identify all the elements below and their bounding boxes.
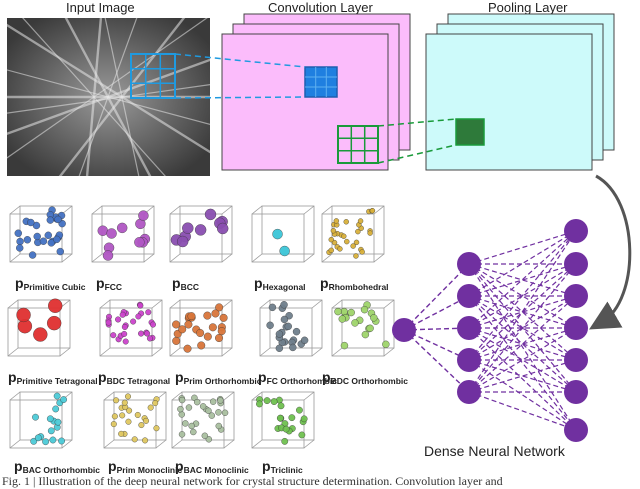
network-node	[564, 219, 588, 243]
crystal-structure-11	[9, 391, 73, 449]
crystal-label-subscript: Prim Orthorhombic	[183, 376, 262, 386]
convolution-layer-stack	[221, 13, 411, 171]
crystal-label-subscript: Primitive Tetragonal	[16, 376, 98, 386]
crystal-structure-13	[171, 391, 235, 449]
crystal-label-p: p	[320, 275, 329, 291]
crystal-label-subscript: BDC Orthorhombic	[330, 376, 409, 386]
crystal-label-p: p	[108, 458, 117, 474]
crystal-label-subscript: Prim Monoclinic	[116, 465, 183, 475]
conv-output-cell-blue	[304, 66, 338, 98]
crystal-label-2: pFCC	[96, 275, 122, 293]
crystal-structure-7	[99, 299, 163, 357]
crystal-label-p: p	[14, 458, 23, 474]
pooling-layer-stack	[425, 13, 615, 171]
network-node	[457, 316, 481, 340]
crystal-label-p: p	[8, 369, 17, 385]
crystal-label-8: pPrim Orthorhombic	[175, 369, 262, 387]
network-node	[392, 318, 416, 342]
crystal-structure-9	[259, 299, 323, 357]
input-image	[7, 18, 210, 176]
crystal-label-subscript: Rhombohedral	[328, 282, 389, 292]
crystal-label-11: pBAC Orthorhombic	[14, 458, 100, 476]
dense-network-title: Dense Neural Network	[424, 443, 565, 459]
input-kernel-box	[130, 53, 176, 99]
network-node	[457, 252, 481, 276]
crystal-label-5: pRhombohedral	[320, 275, 389, 293]
crystal-label-14: pTriclinic	[262, 458, 303, 476]
crystal-label-10: pBDC Orthorhombic	[322, 369, 408, 387]
crystal-label-subscript: BDC Tetragonal	[106, 376, 171, 386]
crystal-structure-grid	[7, 205, 395, 449]
crystal-label-subscript: BAC Orthorhombic	[22, 465, 101, 475]
crystal-structure-8	[169, 299, 233, 357]
network-edges	[403, 230, 577, 431]
network-node	[457, 348, 481, 372]
pooling-output-cell	[455, 118, 485, 146]
crystal-label-p: p	[258, 369, 267, 385]
crystal-label-subscript: Hexagonal	[262, 282, 306, 292]
crystal-label-12: pPrim Monoclinic	[108, 458, 182, 476]
network-node	[564, 252, 588, 276]
crystal-structure-3	[169, 205, 233, 263]
crystal-label-p: p	[175, 458, 184, 474]
crystal-label-p: p	[15, 275, 24, 291]
network-node	[457, 284, 481, 308]
conv-kernel-box-green	[337, 125, 379, 164]
crystal-structure-5	[321, 205, 385, 263]
crystal-label-p: p	[98, 369, 107, 385]
input-image-title: Input Image	[66, 0, 135, 15]
crystal-label-p: p	[322, 369, 331, 385]
figure-caption: Fig. 1 | Illustration of the deep neural…	[2, 474, 503, 488]
crystal-label-subscript: BCC	[180, 282, 199, 292]
crystal-label-p: p	[96, 275, 105, 291]
crystal-label-subscript: Triclinic	[270, 465, 303, 475]
network-node	[564, 380, 588, 404]
network-node	[564, 316, 588, 340]
network-node	[564, 284, 588, 308]
crystal-structure-1	[9, 205, 73, 263]
crystal-label-p: p	[262, 458, 271, 474]
crystal-label-subscript: FC Orthorhombic	[266, 376, 337, 386]
crystal-label-1: pPrimitive Cubic	[15, 275, 85, 293]
crystal-label-9: pFC Orthorhombic	[258, 369, 337, 387]
crystal-structure-2	[91, 205, 155, 263]
crystal-label-7: pBDC Tetragonal	[98, 369, 170, 387]
crystal-structure-14	[251, 391, 315, 449]
crystal-label-p: p	[172, 275, 181, 291]
dense-neural-network	[392, 219, 588, 442]
crystal-label-p: p	[175, 369, 184, 385]
network-node	[457, 380, 481, 404]
crystal-label-subscript: BAC Monoclinic	[183, 465, 249, 475]
crystal-label-13: pBAC Monoclinic	[175, 458, 249, 476]
pooling-layer-title: Pooling Layer	[488, 0, 568, 15]
crystal-label-subscript: Primitive Cubic	[23, 282, 86, 292]
crystal-structure-10	[331, 299, 395, 357]
crystal-label-subscript: FCC	[104, 282, 123, 292]
crystal-label-6: pPrimitive Tetragonal	[8, 369, 98, 387]
crystal-label-3: pBCC	[172, 275, 199, 293]
flow-arrow	[589, 174, 632, 330]
convolution-layer-title: Convolution Layer	[268, 0, 373, 15]
network-node	[564, 348, 588, 372]
crystal-structure-6	[7, 298, 71, 357]
network-nodes	[392, 219, 588, 442]
network-node	[564, 418, 588, 442]
crystal-label-4: pHexagonal	[254, 275, 306, 293]
crystal-structure-12	[103, 391, 167, 449]
crystal-label-p: p	[254, 275, 263, 291]
crystal-structure-4	[251, 205, 315, 263]
